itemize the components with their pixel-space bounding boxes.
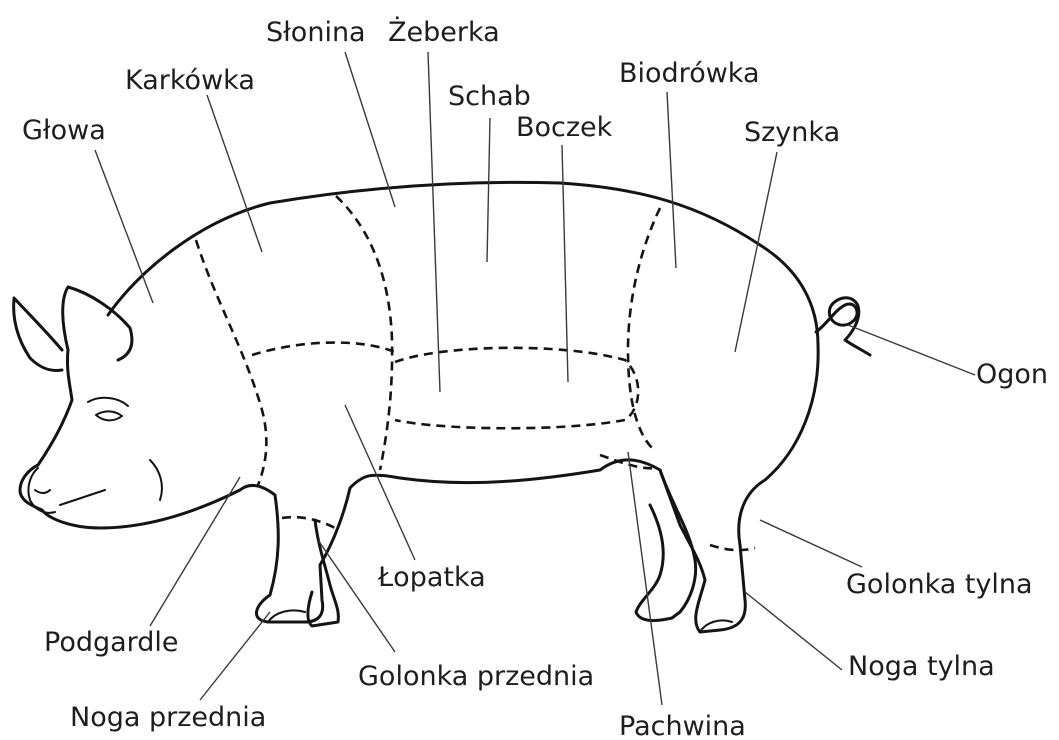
leader-biodrowka [667, 92, 676, 268]
label-biodrowka: Biodrówka [619, 58, 760, 89]
leader-lines [95, 52, 975, 705]
cut-front-shank [282, 517, 335, 528]
leader-golonka-tylna [760, 520, 862, 567]
pig-far-ear [14, 298, 62, 371]
cut-labels: Głowa Karkówka Słonina Żeberka Schab Boc… [22, 16, 1048, 740]
leader-podgardle [150, 477, 240, 626]
label-golonka-przednia: Golonka przednia [358, 661, 594, 692]
pig-rear-inner-leg [636, 470, 696, 620]
leader-zeberka [428, 52, 440, 392]
cut-side-oval [395, 348, 638, 428]
label-noga-przednia: Noga przednia [70, 702, 266, 733]
label-golonka-tylna: Golonka tylna [846, 569, 1033, 600]
label-glowa: Głowa [22, 115, 106, 146]
label-podgardle: Podgardle [44, 627, 179, 658]
cut-neck-shoulder [336, 196, 392, 470]
leader-schab [487, 118, 490, 262]
leader-karkowka [207, 95, 262, 252]
cut-belly-upper [252, 343, 395, 355]
leader-boczek [562, 145, 568, 382]
pig-mouth [60, 490, 105, 505]
label-zeberka: Żeberka [388, 16, 500, 48]
cut-rear-shank [710, 545, 755, 550]
leader-slonina [345, 52, 395, 207]
label-karkowka: Karkówka [125, 65, 255, 96]
pig-eyelid [88, 398, 128, 406]
label-ogon: Ogon [976, 359, 1048, 390]
label-pachwina: Pachwina [619, 711, 746, 740]
cut-head-neck [196, 240, 266, 485]
pig-eye [96, 411, 122, 420]
leader-noga-przednia [200, 612, 270, 700]
label-schab: Schab [448, 81, 531, 112]
label-szynka: Szynka [744, 117, 840, 148]
leader-noga-tylna [745, 592, 842, 670]
label-boczek: Boczek [516, 112, 613, 143]
label-slonina: Słonina [266, 17, 366, 48]
pig-cheek-fold [150, 460, 162, 500]
label-lopatka: Łopatka [377, 562, 486, 593]
label-noga-tylna: Noga tylna [848, 651, 995, 682]
pig-front-hoof [268, 610, 305, 622]
leader-ogon [848, 325, 975, 375]
leader-glowa [95, 150, 153, 303]
pig-tail [816, 298, 870, 355]
pig-nostril [35, 490, 50, 493]
leader-golonka-przednia [318, 540, 395, 652]
